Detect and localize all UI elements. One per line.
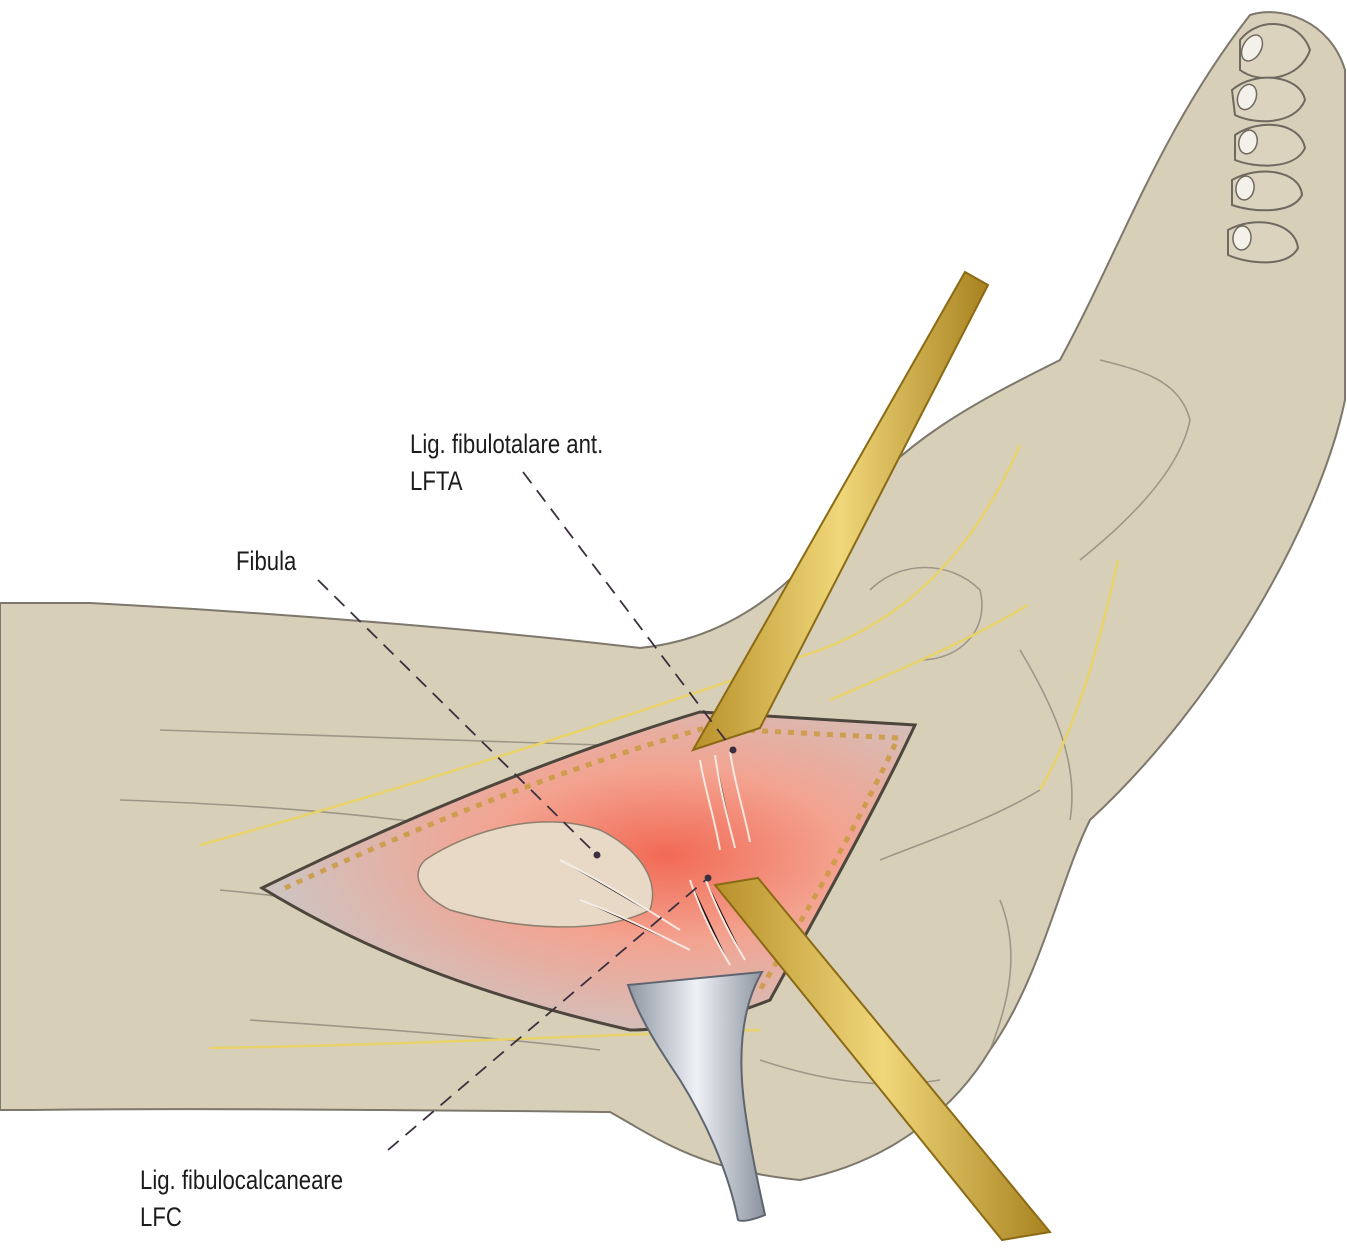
- leader-line-lfc: [387, 877, 709, 1151]
- ligament-fibers: [559, 751, 751, 966]
- lfc-point: [704, 874, 712, 882]
- leader-line-fibula: [317, 579, 598, 856]
- label-fibula-line1: Fibula: [236, 546, 297, 576]
- label-fibula: Fibula: [236, 543, 296, 580]
- leader-dots: [593, 746, 737, 882]
- steel-retractor: [626, 970, 767, 1222]
- label-lfta-line2: LFTA: [410, 466, 463, 496]
- toenails: [1232, 34, 1264, 251]
- leader-line-lfta: [522, 471, 734, 751]
- leader-lines: [317, 471, 734, 1151]
- label-lfc-line1: Lig. fibulocalcaneare: [140, 1165, 344, 1195]
- fibula-bone: [417, 821, 654, 928]
- gold-retractor-lower: [713, 876, 1052, 1242]
- lfta-point: [729, 746, 737, 754]
- label-lfc: Lig. fibulocalcaneare LFC: [140, 1162, 343, 1236]
- gold-retractor-upper: [690, 270, 990, 752]
- label-lfc-line2: LFC: [140, 1202, 182, 1232]
- label-lfta-line1: Lig. fibulotalare ant.: [410, 429, 604, 459]
- wound-rim: [283, 725, 902, 992]
- fibula-point: [593, 851, 601, 859]
- label-lfta: Lig. fibulotalare ant. LFTA: [410, 426, 603, 500]
